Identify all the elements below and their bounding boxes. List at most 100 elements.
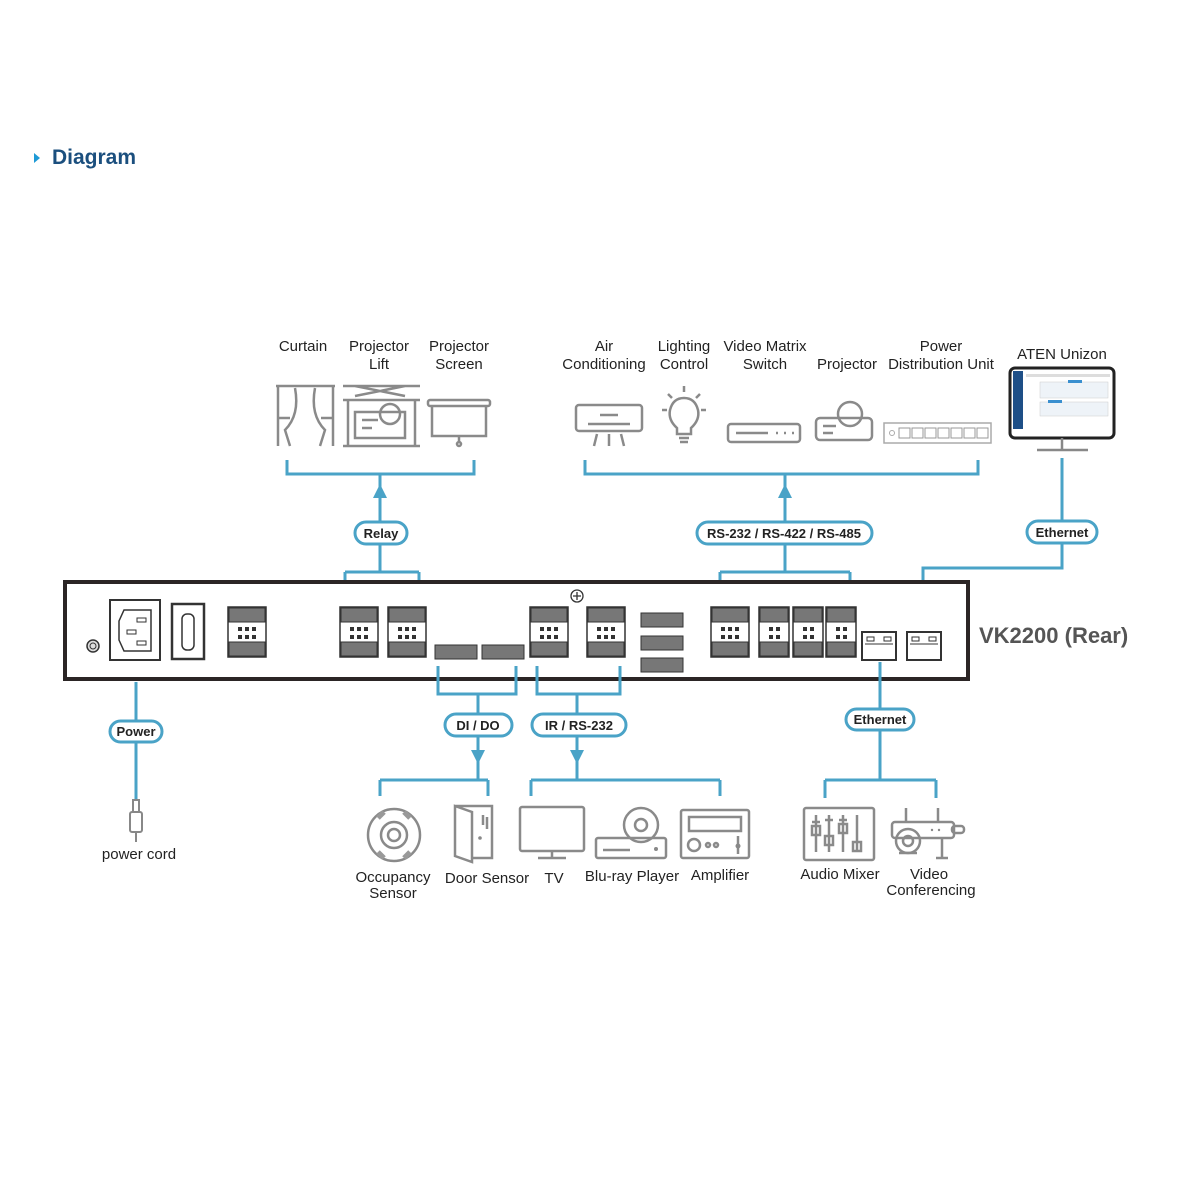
svg-text:Ethernet: Ethernet bbox=[1036, 525, 1089, 540]
video-conferencing-icon bbox=[890, 808, 966, 860]
curtain-icon bbox=[276, 384, 335, 447]
svg-text:IR / RS-232: IR / RS-232 bbox=[545, 718, 613, 733]
dido-terminal-2 bbox=[481, 644, 525, 660]
pdu-icon bbox=[883, 422, 992, 444]
air-conditioner-icon bbox=[574, 403, 644, 447]
svg-text:Relay: Relay bbox=[364, 526, 399, 541]
device-lighting-control: Lighting Control bbox=[658, 338, 711, 444]
device-audio-mixer: Audio Mixer bbox=[800, 806, 880, 883]
serial-terminal-3 bbox=[792, 606, 824, 658]
device-bluray: Blu-ray Player bbox=[585, 806, 679, 885]
projector-lift-icon bbox=[343, 384, 420, 448]
light-bulb-icon bbox=[662, 386, 706, 444]
svg-text:Occupancy: Occupancy bbox=[355, 869, 431, 886]
amplifier-icon bbox=[679, 808, 751, 860]
device-occupancy-sensor: Occupancy Sensor bbox=[355, 807, 431, 902]
svg-text:RS-232 / RS-422 / RS-485: RS-232 / RS-422 / RS-485 bbox=[707, 526, 861, 541]
projector-screen-icon bbox=[426, 398, 492, 448]
terminal-5pin bbox=[640, 612, 684, 628]
vk2200-rear-panel bbox=[63, 580, 970, 681]
svg-text:DI / DO: DI / DO bbox=[456, 718, 499, 733]
svg-text:Lighting: Lighting bbox=[658, 338, 711, 355]
connection-badge-dido: DI / DO bbox=[443, 712, 514, 738]
audio-mixer-icon bbox=[802, 806, 876, 862]
relay-terminal-1 bbox=[339, 606, 379, 658]
ir-terminal-1 bbox=[529, 606, 569, 658]
arrow-down-icon bbox=[471, 750, 485, 764]
svg-text:Control: Control bbox=[660, 356, 708, 373]
svg-text:Projector: Projector bbox=[349, 338, 409, 355]
svg-text:Sensor: Sensor bbox=[369, 885, 417, 902]
ethernet-port-2 bbox=[906, 631, 942, 661]
device-tv: TV bbox=[518, 805, 586, 887]
arrow-up-icon bbox=[778, 484, 792, 498]
connection-badge-relay: Relay bbox=[353, 520, 409, 546]
occupancy-sensor-icon bbox=[366, 807, 422, 863]
serial-terminal-1 bbox=[710, 606, 750, 658]
serial-terminal-2 bbox=[758, 606, 790, 658]
device-video-conferencing: Video Conferencing bbox=[886, 808, 976, 899]
video-matrix-switch-icon bbox=[726, 422, 802, 444]
terminal-5pin bbox=[640, 657, 684, 673]
screw-icon bbox=[570, 589, 584, 603]
svg-text:Conferencing: Conferencing bbox=[886, 882, 975, 899]
svg-text:Power: Power bbox=[920, 338, 963, 355]
device-curtain: Curtain bbox=[276, 338, 335, 447]
dido-terminal-1 bbox=[434, 644, 478, 660]
bluray-player-icon bbox=[594, 806, 668, 860]
svg-text:Ethernet: Ethernet bbox=[854, 712, 907, 727]
triangle-right-icon bbox=[34, 153, 40, 163]
terminal-block bbox=[227, 606, 267, 658]
device-video-matrix-switch: Video Matrix Switch bbox=[723, 338, 807, 444]
connection-badge-ethernet-bottom: Ethernet bbox=[844, 707, 916, 732]
power-cord-label: power cord bbox=[102, 846, 176, 863]
power-switch bbox=[170, 602, 206, 661]
device-door-sensor: Door Sensor bbox=[445, 804, 529, 887]
device-pdu: Power Distribution Unit bbox=[883, 338, 995, 444]
svg-text:Projector: Projector bbox=[817, 356, 877, 373]
relay-terminal-2 bbox=[387, 606, 427, 658]
connection-badge-ethernet-top: Ethernet bbox=[1025, 519, 1099, 545]
ground-screw-icon bbox=[86, 639, 100, 653]
svg-text:Video Matrix: Video Matrix bbox=[723, 338, 807, 355]
page-title: Diagram bbox=[52, 146, 137, 169]
connection-badge-power: Power bbox=[108, 719, 164, 744]
svg-text:Lift: Lift bbox=[369, 356, 390, 373]
device-label: Curtain bbox=[279, 338, 327, 355]
svg-text:Door Sensor: Door Sensor bbox=[445, 870, 529, 887]
door-sensor-icon bbox=[453, 804, 494, 864]
arrow-up-icon bbox=[373, 484, 387, 498]
device-amplifier: Amplifier bbox=[679, 808, 751, 884]
device-air-conditioning: Air Conditioning bbox=[562, 338, 646, 447]
svg-text:Amplifier: Amplifier bbox=[691, 867, 749, 884]
ir-terminal-2 bbox=[586, 606, 626, 658]
device-model-label: VK2200 (Rear) bbox=[979, 623, 1128, 648]
device-projector: Projector bbox=[814, 356, 877, 442]
monitor-icon bbox=[1008, 366, 1116, 452]
svg-text:Projector: Projector bbox=[429, 338, 489, 355]
connection-badge-ir: IR / RS-232 bbox=[530, 712, 628, 738]
svg-text:Air: Air bbox=[595, 338, 613, 355]
connection-badge-rs: RS-232 / RS-422 / RS-485 bbox=[695, 520, 874, 546]
serial-terminal-4 bbox=[825, 606, 857, 658]
projector-icon bbox=[814, 400, 874, 442]
svg-text:Video: Video bbox=[910, 866, 948, 883]
device-projector-screen: Projector Screen bbox=[426, 338, 492, 448]
svg-text:Switch: Switch bbox=[743, 356, 787, 373]
svg-text:ATEN Unizon: ATEN Unizon bbox=[1017, 346, 1107, 363]
section-header: Diagram bbox=[34, 146, 136, 170]
svg-text:Screen: Screen bbox=[435, 356, 483, 373]
tv-icon bbox=[518, 805, 586, 860]
power-cord-icon bbox=[129, 799, 143, 842]
svg-text:Audio Mixer: Audio Mixer bbox=[800, 866, 879, 883]
power-inlet bbox=[109, 599, 161, 661]
svg-text:Power: Power bbox=[116, 724, 155, 739]
arrow-down-icon bbox=[570, 750, 584, 764]
svg-text:Conditioning: Conditioning bbox=[562, 356, 645, 373]
svg-text:Blu-ray Player: Blu-ray Player bbox=[585, 868, 679, 885]
svg-text:TV: TV bbox=[544, 870, 563, 887]
ethernet-port-1 bbox=[861, 631, 897, 661]
svg-text:Distribution Unit: Distribution Unit bbox=[888, 356, 995, 373]
device-projector-lift: Projector Lift bbox=[343, 338, 420, 448]
